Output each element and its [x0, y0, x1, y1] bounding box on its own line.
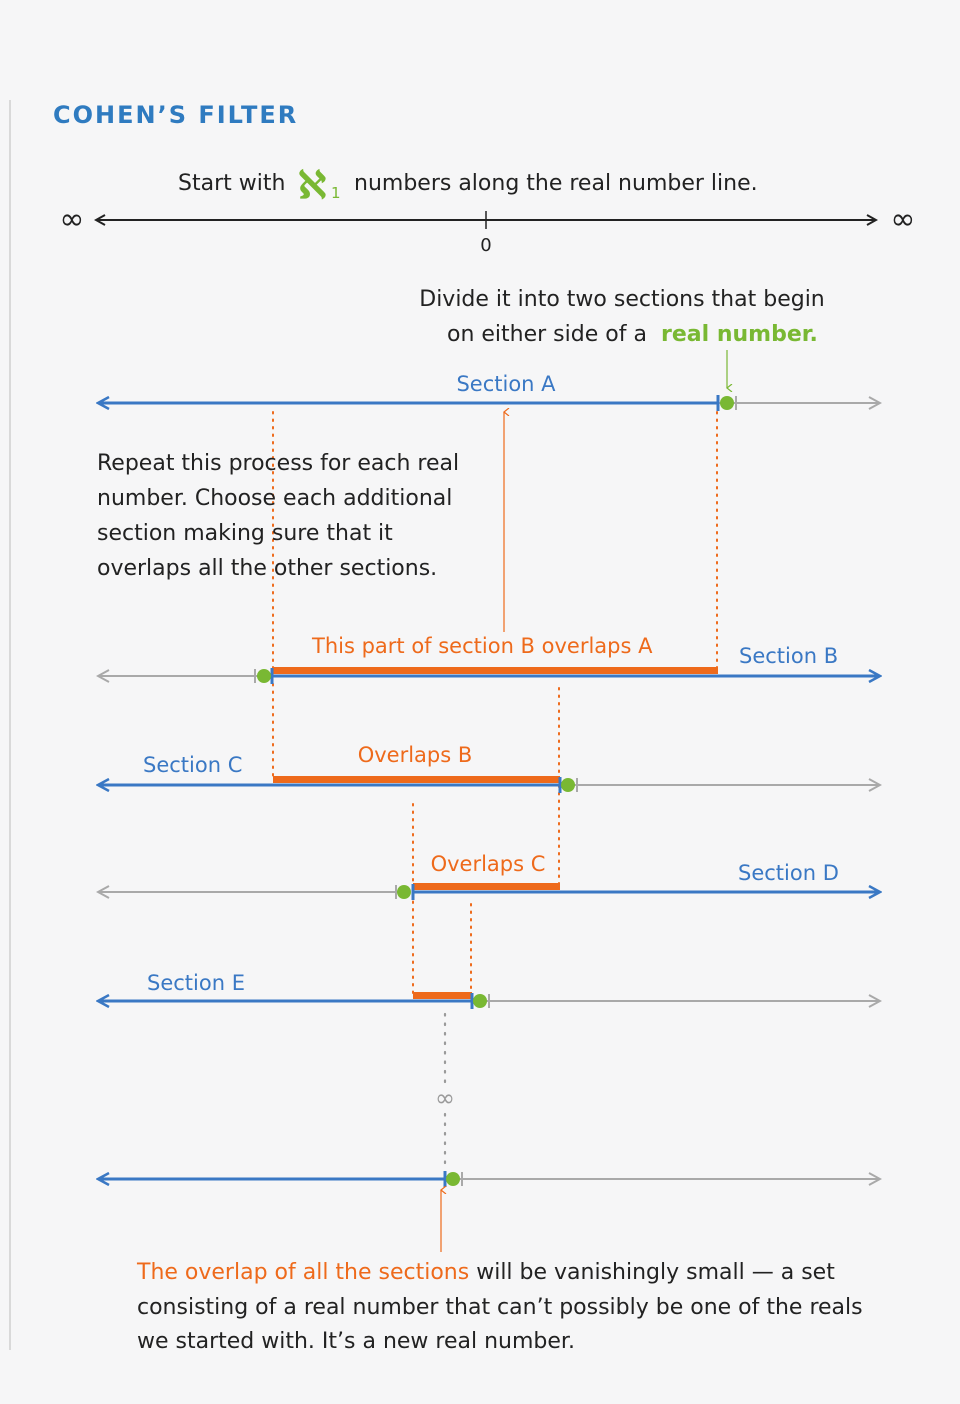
intro-text-end: numbers along the real number line.: [354, 171, 758, 196]
real-number-point-e: [473, 994, 487, 1008]
section-b-overlap-a: [272, 667, 718, 674]
real-number-point-a: [720, 396, 734, 410]
conclusion-line-2: consisting of a real number that can’t p…: [137, 1295, 863, 1320]
real-number-highlight: real number.: [661, 322, 818, 347]
right-infinity-label: ∞: [891, 202, 916, 237]
section-e-overlap-d: [413, 992, 472, 999]
conclusion-line-3: we started with. It’s a new real number.: [137, 1329, 575, 1354]
zero-label: 0: [480, 235, 491, 256]
conclusion-highlight: The overlap of all the sections: [136, 1260, 469, 1285]
infinity-ellipsis-icon: ∞: [435, 1084, 455, 1112]
repeat-line-1: Repeat this process for each real: [97, 451, 459, 476]
real-number-point-c: [561, 778, 575, 792]
section-d-label: Section D: [738, 861, 839, 885]
aleph-symbol: ℵ: [298, 162, 326, 207]
overlaps-c-label: Overlaps C: [431, 852, 546, 876]
section-e-label: Section E: [147, 971, 245, 995]
overlaps-b-label: Overlaps B: [358, 743, 473, 767]
left-infinity-label: ∞: [60, 202, 85, 237]
page-title: COHEN’S FILTER: [53, 101, 298, 129]
b-overlaps-a-label: This part of section B overlaps A: [311, 634, 653, 658]
section-a-label: Section A: [456, 372, 556, 396]
section-c-label: Section C: [143, 753, 242, 777]
intro-text-start: Start with: [178, 171, 285, 196]
divide-text-line2: on either side of a: [447, 322, 647, 347]
new-real-number-point: [446, 1172, 460, 1186]
repeat-line-2: number. Choose each additional: [97, 486, 452, 511]
real-number-point-d: [397, 885, 411, 899]
section-d-overlap-c: [413, 883, 560, 890]
repeat-line-3: section making sure that it: [97, 521, 393, 546]
real-number-point-b: [257, 669, 271, 683]
divide-text-line1: Divide it into two sections that begin: [419, 287, 825, 312]
conclusion-line-1: The overlap of all the sections will be …: [136, 1260, 835, 1285]
section-c-overlap-b: [273, 776, 560, 783]
aleph-subscript: 1: [331, 184, 341, 202]
repeat-paragraph: Repeat this process for each real number…: [97, 451, 459, 581]
repeat-line-4: overlaps all the other sections.: [97, 556, 437, 581]
section-b-label: Section B: [739, 644, 838, 668]
conclusion-line-1-rest: will be vanishingly small — a set: [469, 1260, 835, 1285]
